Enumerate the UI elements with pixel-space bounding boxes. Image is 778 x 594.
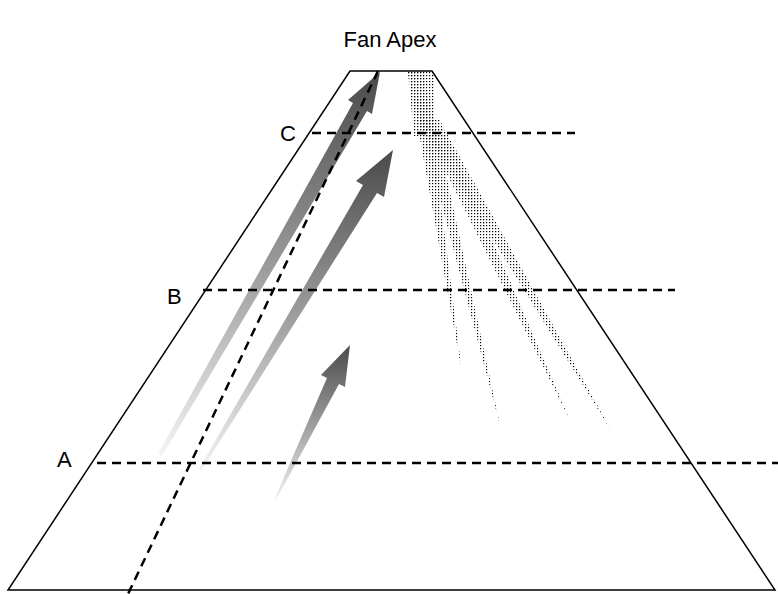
- line-label: C: [280, 122, 296, 146]
- line-label: B: [167, 285, 182, 309]
- stippled-wedges: [408, 72, 612, 432]
- dashed-lines: [97, 71, 778, 594]
- line-label: A: [57, 448, 72, 472]
- gradient-arrows: [158, 72, 393, 500]
- fan-outline: [8, 71, 775, 590]
- apex-label: Fan Apex: [344, 28, 437, 52]
